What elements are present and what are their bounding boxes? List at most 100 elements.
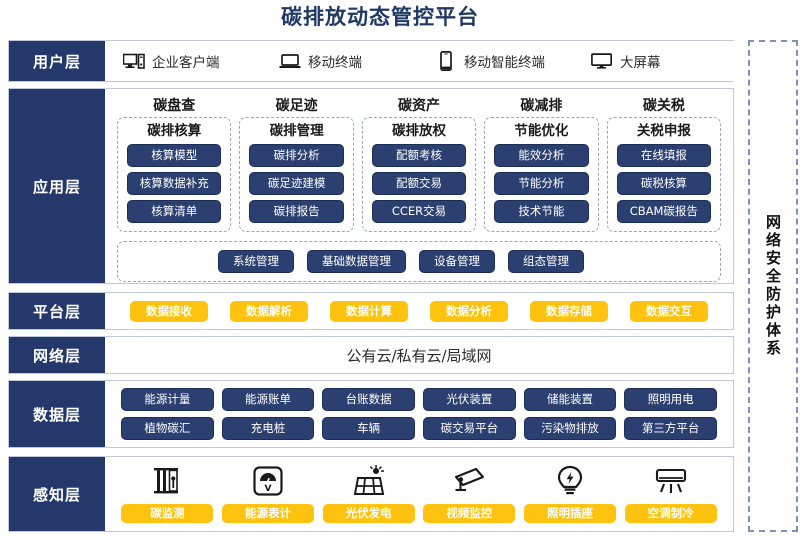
app-column-box: 关税申报 在线填报 碳税核算 CBAM碳报告	[606, 117, 722, 232]
data-chip-pv-device[interactable]: 光伏装置	[423, 388, 516, 411]
platform-chip-data-compute[interactable]: 数据计算	[330, 300, 408, 322]
app-module-button[interactable]: 碳税核算	[616, 172, 712, 195]
sense-item-carbon-monitoring[interactable]: 碳监测	[121, 464, 214, 523]
layer-application-label: 应用层	[9, 89, 105, 283]
platform-chip-data-analysis[interactable]: 数据分析	[430, 300, 508, 322]
user-item-smart-mobile-terminal[interactable]: 移动智能终端	[435, 51, 583, 71]
app-module-button[interactable]: 能效分析	[494, 144, 589, 167]
platform-chip-data-storage[interactable]: 数据存储	[530, 300, 608, 322]
sense-item-grid: 碳监测 V 能源表计	[105, 460, 733, 529]
svg-text:V: V	[265, 484, 272, 494]
app-module-button[interactable]: 核算模型	[127, 144, 222, 167]
layer-network: 网络层 公有云/私有云/局域网	[8, 336, 734, 374]
page-title: 碳排放动态管控平台	[281, 5, 479, 29]
data-chip-row: 植物碳汇 充电桩 车辆 碳交易平台 污染物排放 第三方平台	[121, 417, 718, 440]
app-module-button[interactable]: 配额考核	[371, 144, 467, 167]
platform-chip-data-receive[interactable]: 数据接收	[130, 300, 208, 322]
user-item-label: 企业客户端	[152, 55, 220, 71]
app-module-button[interactable]: 碳排报告	[249, 200, 344, 223]
layer-platform-label: 平台层	[9, 293, 105, 329]
platform-item-list: 数据接收 数据解析 数据计算 数据分析 数据存储 数据交互	[105, 300, 733, 322]
data-chip-lighting-power[interactable]: 照明用电	[624, 388, 718, 411]
layer-data-body: 能源计量 能源账单 台账数据 光伏装置 储能装置 照明用电 植物碳汇 充电桩 车…	[105, 381, 733, 447]
sense-item-label: 光伏发电	[322, 503, 415, 523]
platform-chip-data-parse[interactable]: 数据解析	[230, 300, 308, 322]
sense-item-energy-meter[interactable]: V 能源表计	[221, 464, 314, 523]
layer-network-label: 网络层	[9, 337, 105, 373]
sense-item-label: 照明插座	[523, 503, 616, 523]
app-column-carbon-footprint: 碳足迹 碳排管理 碳排分析 碳足迹建模 碳排报告	[239, 95, 354, 232]
app-column-box: 节能优化 能效分析 节能分析 技术节能	[484, 117, 599, 232]
app-module-button[interactable]: CCER交易	[371, 200, 467, 223]
sense-item-video-surveillance[interactable]: 视频监控	[423, 464, 516, 523]
app-column-box: 碳排放权 配额考核 配额交易 CCER交易	[361, 117, 477, 232]
app-column-carbon-inventory: 碳盘查 碳排核算 核算模型 核算数据补充 核算清单	[117, 95, 232, 232]
data-chip-charging-pile[interactable]: 充电桩	[221, 417, 315, 440]
app-column-carbon-reduction: 碳减排 节能优化 能效分析 节能分析 技术节能	[484, 95, 599, 232]
management-button-basic-data[interactable]: 基础数据管理	[307, 250, 406, 273]
sense-item-air-conditioning[interactable]: 空调制冷	[624, 464, 717, 523]
app-module-button[interactable]: 核算清单	[127, 200, 222, 223]
app-module-button[interactable]: 核算数据补充	[127, 172, 222, 195]
app-module-button[interactable]: 碳足迹建模	[249, 172, 344, 195]
layer-user-label: 用户层	[9, 41, 105, 81]
app-module-button[interactable]: 节能分析	[494, 172, 589, 195]
management-button-device[interactable]: 设备管理	[419, 250, 495, 273]
data-chip-vehicle[interactable]: 车辆	[322, 417, 416, 440]
data-chip-grid: 能源计量 能源账单 台账数据 光伏装置 储能装置 照明用电 植物碳汇 充电桩 车…	[105, 382, 733, 446]
user-item-label: 大屏幕	[620, 55, 661, 71]
monitor-icon	[591, 51, 613, 71]
data-chip-storage-device[interactable]: 储能装置	[523, 388, 617, 411]
security-band-label: 网络安全防护体系	[764, 214, 782, 358]
solar-panel-icon	[352, 464, 386, 498]
user-item-mobile-terminal[interactable]: 移动终端	[279, 51, 427, 71]
sense-item-label: 空调制冷	[624, 503, 717, 523]
app-module-button[interactable]: 技术节能	[494, 200, 589, 223]
data-chip-energy-metering[interactable]: 能源计量	[121, 388, 214, 411]
layer-data: 数据层 能源计量 能源账单 台账数据 光伏装置 储能装置 照明用电 植物碳汇 充…	[8, 380, 734, 448]
platform-chip-data-exchange[interactable]: 数据交互	[630, 300, 708, 322]
sense-item-label: 碳监测	[121, 503, 214, 523]
data-chip-pollutant-emission[interactable]: 污染物排放	[523, 417, 617, 440]
app-column-subtitle: 碳排放权	[392, 123, 447, 139]
user-item-label: 移动终端	[308, 55, 362, 71]
smartphone-icon	[435, 51, 457, 71]
lightbulb-icon	[556, 464, 584, 498]
carbon-sensor-icon	[152, 464, 182, 498]
sense-item-label: 能源表计	[221, 503, 314, 523]
data-chip-carbon-trading-platform[interactable]: 碳交易平台	[423, 417, 516, 440]
app-module-button[interactable]: CBAM碳报告	[616, 200, 712, 223]
app-column-carbon-tariff: 碳关税 关税申报 在线填报 碳税核算 CBAM碳报告	[606, 95, 722, 232]
app-column-carbon-asset: 碳资产 碳排放权 配额考核 配额交易 CCER交易	[361, 95, 477, 232]
layer-platform: 平台层 数据接收 数据解析 数据计算 数据分析 数据存储 数据交互	[8, 292, 734, 330]
app-column-title: 碳资产	[398, 98, 441, 114]
user-item-large-screen[interactable]: 大屏幕	[591, 51, 739, 71]
layer-data-label: 数据层	[9, 381, 105, 447]
data-chip-plant-carbon-sink[interactable]: 植物碳汇	[121, 417, 214, 440]
app-module-button[interactable]: 在线填报	[616, 144, 712, 167]
app-column-subtitle: 节能优化	[514, 123, 569, 139]
management-button-system[interactable]: 系统管理	[218, 250, 294, 273]
sense-item-solar-power[interactable]: 光伏发电	[322, 464, 415, 523]
security-band: 网络安全防护体系	[748, 40, 798, 532]
app-module-button[interactable]: 配额交易	[371, 172, 467, 195]
sense-item-lighting-socket[interactable]: 照明插座	[523, 464, 616, 523]
app-column-title: 碳关税	[642, 98, 685, 114]
app-column-box: 碳排核算 核算模型 核算数据补充 核算清单	[117, 117, 232, 232]
sense-item-label: 视频监控	[423, 503, 516, 523]
user-item-enterprise-client[interactable]: 企业客户端	[123, 51, 271, 71]
network-description: 公有云/私有云/局域网	[346, 346, 492, 365]
data-chip-energy-bill[interactable]: 能源账单	[221, 388, 315, 411]
data-chip-third-party-platform[interactable]: 第三方平台	[624, 417, 718, 440]
layer-application-body: 碳盘查 碳排核算 核算模型 核算数据补充 核算清单 碳足迹 碳排管理 碳排分析 …	[105, 89, 733, 283]
layer-user-body: 企业客户端 移动终端	[105, 41, 739, 81]
app-column-box: 碳排管理 碳排分析 碳足迹建模 碳排报告	[239, 117, 354, 232]
energy-meter-icon: V	[252, 464, 284, 498]
layer-sense-body: 碳监测 V 能源表计	[105, 457, 733, 531]
data-chip-ledger-data[interactable]: 台账数据	[322, 388, 416, 411]
layer-user: 用户层 企业客户端	[8, 40, 739, 82]
management-button-configuration[interactable]: 组态管理	[508, 250, 584, 273]
app-module-button[interactable]: 碳排分析	[249, 144, 344, 167]
desktop-tower-icon	[123, 51, 145, 71]
